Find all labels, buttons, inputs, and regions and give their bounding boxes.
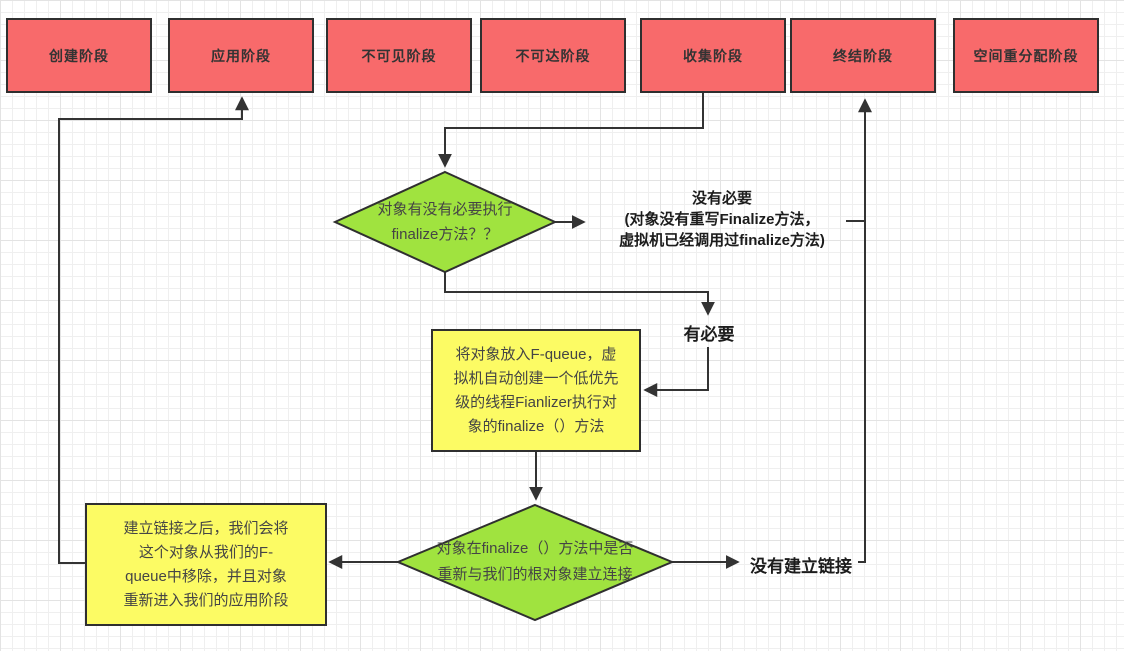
phase-box-create: 创建阶段 [6, 18, 152, 93]
decision-finalize-needed-shape [332, 170, 558, 274]
decision-relink-shape [395, 503, 675, 622]
connector-need-to-enqueue [643, 347, 709, 397]
phase-box-invisible: 不可见阶段 [326, 18, 472, 93]
process-box-remove-fqueue: 建立链接之后，我们会将 这个对象从我们的F- queue中移除，并且对象 重新进… [85, 503, 327, 626]
phase-label: 应用阶段 [211, 47, 271, 64]
phase-label: 空间重分配阶段 [973, 47, 1079, 64]
phase-label: 终结阶段 [833, 47, 893, 64]
branch-label-no-link: 没有建立链接 [750, 557, 852, 576]
phase-label: 不可达阶段 [515, 47, 591, 64]
connector-remove-to-apply-phase [58, 96, 249, 564]
phase-box-finalize: 终结阶段 [790, 18, 936, 93]
phase-box-realloc: 空间重分配阶段 [953, 18, 1099, 93]
phase-box-unreachable: 不可达阶段 [480, 18, 626, 93]
phase-label: 收集阶段 [683, 47, 743, 64]
process-box-enqueue-fqueue: 将对象放入F-queue，虚 拟机自动创建一个低优先 级的线程Fianlizer… [431, 329, 641, 452]
connector-riser-to-finalize-phase [858, 98, 872, 563]
process-label: 建立链接之后，我们会将 这个对象从我们的F- queue中移除，并且对象 重新进… [123, 519, 289, 609]
connector-collect-to-decision1 [438, 93, 704, 168]
decision-relink-label: 对象在finalize（）方法中是否 重新与我们的根对象建立连接 [436, 540, 634, 583]
phase-label: 不可见阶段 [361, 47, 437, 64]
branch-label-no-need: 没有必要 (对象没有重写Finalize方法， 虚拟机已经调用过finalize… [619, 190, 825, 249]
phase-box-apply: 应用阶段 [168, 18, 314, 93]
process-label: 将对象放入F-queue，虚 拟机自动创建一个低优先 级的线程Fianlizer… [453, 345, 619, 435]
phase-box-collect: 收集阶段 [640, 18, 786, 93]
phase-label: 创建阶段 [49, 47, 109, 64]
branch-label-need: 有必要 [683, 325, 735, 344]
connector-decision1-to-need [444, 272, 715, 316]
decision-finalize-needed-label: 对象有没有必要执行 finalize方法？？ [377, 201, 513, 243]
